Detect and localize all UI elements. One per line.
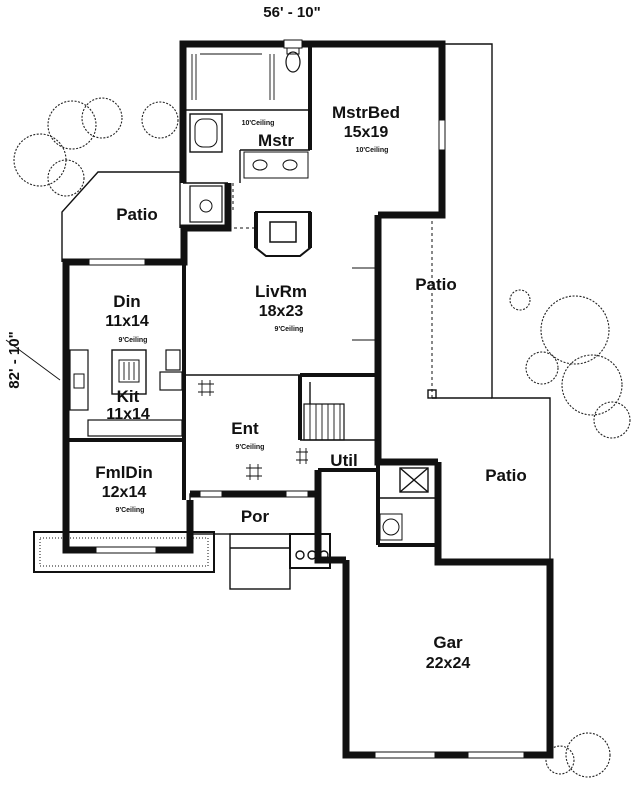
patio-northwest-outline xyxy=(61,171,180,262)
water-heater-icon xyxy=(379,513,403,541)
room-porch: Por xyxy=(241,507,270,526)
dining-ceiling: 9'Ceiling xyxy=(119,337,148,344)
family-dining-name: FmlDin xyxy=(95,463,153,482)
room-garage: Gar 22x24 xyxy=(426,633,471,672)
tree-icon-east xyxy=(509,289,631,439)
room-family-dining: FmlDin 12x14 9'Ceiling xyxy=(95,463,153,514)
room-master-bedroom: MstrBed 15x19 10'Ceiling xyxy=(332,103,400,154)
shower-icon xyxy=(189,185,223,223)
depth-leader-line xyxy=(5,339,61,381)
master-bedroom-name: MstrBed xyxy=(332,103,400,122)
wall-living-east xyxy=(374,215,438,466)
front-steps xyxy=(229,533,291,590)
room-kitchen: Kit 11x14 xyxy=(106,387,150,423)
entry-name: Ent xyxy=(231,419,259,438)
width-dimension-label: 56' - 10" xyxy=(263,4,320,21)
master-bedroom-size: 15x19 xyxy=(344,124,389,141)
wall-master-suite xyxy=(179,40,446,219)
master-bedroom-ceiling: 10'Ceiling xyxy=(356,147,389,154)
fireplace-icon xyxy=(254,211,312,257)
entry-ceiling: 9'Ceiling xyxy=(236,444,265,451)
room-entry: Ent 9'Ceiling xyxy=(231,419,264,451)
room-utility: Util xyxy=(330,451,357,470)
garage-name: Gar xyxy=(433,633,463,652)
patio-northwest-name: Patio xyxy=(116,205,158,224)
master-bath-ceiling: 10'Ceiling xyxy=(242,120,275,127)
bathtub-icon xyxy=(189,113,223,153)
tile-marks xyxy=(198,380,308,480)
patio-east-name: Patio xyxy=(485,466,527,485)
tree-icon-southeast xyxy=(545,732,611,778)
mechanical-closet xyxy=(399,467,429,493)
garage-size: 22x24 xyxy=(426,655,471,672)
family-dining-ceiling: 9'Ceiling xyxy=(116,507,145,514)
room-patio-center: Patio xyxy=(415,275,457,294)
dining-name: Din xyxy=(113,292,140,311)
closet-shelves xyxy=(191,53,275,100)
patio-center-name: Patio xyxy=(415,275,457,294)
living-room-ceiling: 9'Ceiling xyxy=(275,326,304,333)
room-patio-east: Patio xyxy=(485,466,527,485)
tree-icon-northwest xyxy=(13,97,179,197)
toilet-icon xyxy=(285,47,301,73)
windows xyxy=(88,39,525,759)
porch-name: Por xyxy=(241,507,270,526)
planter-west xyxy=(33,531,215,573)
dining-size: 11x14 xyxy=(105,313,149,330)
kitchen-counters xyxy=(69,349,183,437)
family-dining-size: 12x14 xyxy=(102,484,147,501)
staircase-icon xyxy=(303,382,345,441)
kitchen-name: Kit xyxy=(117,387,140,406)
vanity-sinks-icon xyxy=(243,151,309,179)
living-room-name: LivRm xyxy=(255,282,307,301)
room-patio-northwest: Patio xyxy=(116,205,158,224)
room-living: LivRm 18x23 9'Ceiling xyxy=(255,282,307,333)
room-dining: Din 11x14 9'Ceiling xyxy=(105,292,149,344)
depth-dimension-label: 82' - 10" xyxy=(6,331,23,388)
living-room-size: 18x23 xyxy=(259,303,304,320)
kitchen-size: 11x14 xyxy=(106,406,150,423)
kitchen-island-icon xyxy=(111,349,147,395)
utility-name: Util xyxy=(330,451,357,470)
master-bath-name: Mstr xyxy=(258,131,294,150)
room-master-bath: 10'Ceiling Mstr xyxy=(242,120,295,150)
planter-east xyxy=(289,533,331,569)
